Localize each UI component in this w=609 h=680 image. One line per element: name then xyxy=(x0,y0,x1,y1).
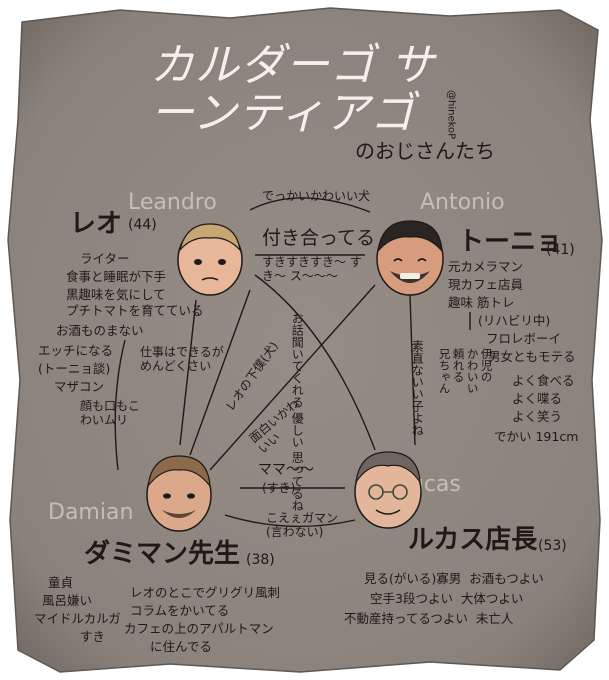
leandro-note-4: お酒ものまない xyxy=(56,324,144,338)
damian-side-note-1: 風呂嫌い xyxy=(42,594,92,608)
damian-note-3: に住んでる xyxy=(150,640,212,654)
antonio-note-1: 現カフェ店員 xyxy=(448,278,523,292)
damian-side-note-2: マイドルカルガ xyxy=(34,612,121,626)
antonio-note-7: よく喋る xyxy=(512,392,562,406)
leandro-age: (44) xyxy=(128,217,157,233)
lucas-note-1: 空手3段つよい 大体つよい xyxy=(370,592,523,606)
lucas-name: ルカス店長 xyxy=(408,526,537,556)
relation-leo-toni-mid: 付き合ってる xyxy=(262,228,375,250)
leandro-note-1: 食事と睡眠が下手 xyxy=(66,270,166,284)
antonio-note-6: よく食べる xyxy=(512,374,575,388)
damian-side-note-0: 童貞 xyxy=(48,576,73,590)
damian-note-0: レオのとこでグリグリ風刺 xyxy=(130,586,280,600)
page-title: カルダーゴ サーンティアゴ xyxy=(150,42,450,139)
antonio-note-0: 元カメラマン xyxy=(448,260,523,274)
damian-romaji: Damian xyxy=(48,500,133,525)
antonio-note-4: フロレボーイ xyxy=(486,332,561,346)
antonio-side-note-0: 伊児の xyxy=(480,348,493,383)
antonio-note-5: 男女ともモテる xyxy=(488,350,576,364)
antonio-side-note-2: 頼れる xyxy=(452,348,465,383)
relation-lucas-toni: 素直ないい子よね xyxy=(410,340,423,420)
antonio-side-note-1: かわいい xyxy=(466,348,479,394)
damian-note-2: カフェの上のアパルトマン xyxy=(124,622,274,636)
relation-dami-lucas-top2: (すき) xyxy=(262,482,295,496)
damian-side-note-3: すき xyxy=(80,630,105,644)
damian-face-icon xyxy=(140,452,218,534)
damian-note-1: コラムをかいてる xyxy=(130,604,229,618)
damian-age: (38) xyxy=(246,552,275,568)
lucas-face-icon xyxy=(348,448,428,532)
damian-name: ダミマン先生 xyxy=(84,540,240,570)
antonio-age: (41) xyxy=(546,242,575,258)
leandro-note-7: マザコン xyxy=(54,380,104,394)
leandro-note-0: ライター xyxy=(80,252,130,266)
antonio-note-3: (リハビリ中) xyxy=(478,314,550,328)
relation-leo-toni-top: でっかいかわいい犬 xyxy=(262,190,372,204)
leandro-note-3: プチトマトを育てている xyxy=(66,304,204,318)
relation-lucas-dami: こえぇガマン(言わない) xyxy=(266,512,346,540)
lucas-note-2: 不動産持ってるつよい 未亡人 xyxy=(344,612,513,626)
relation-leo-dami-left: 顔も口もこわいムリ xyxy=(80,400,140,428)
antonio-note-8: よく笑う xyxy=(512,410,562,424)
leandro-romaji: Leandro xyxy=(128,190,217,215)
relation-dami-lucas-top: ママ〜〜 xyxy=(258,462,314,478)
relation-leo-dami-right: 仕事はできるがめんどくさい xyxy=(140,346,230,374)
antonio-side-note-3: 兄ちゃん xyxy=(438,348,451,394)
antonio-note-2: 趣味 筋トレ xyxy=(448,296,514,310)
antonio-face-icon xyxy=(370,215,450,299)
relation-center-cross: お話聞いてくれる 優しい 思ってるね xyxy=(290,312,303,422)
page-subtitle: のおじさんたち xyxy=(355,140,495,163)
antonio-note-9: でかい 191cm xyxy=(494,430,578,444)
leandro-note-2: 黒趣味を気にして xyxy=(66,288,166,302)
leandro-note-6: (トーニョ談) xyxy=(38,362,110,376)
relation-leo-toni-bottom: すきすきすき〜 すき〜 ス〜〜〜 xyxy=(262,256,372,284)
antonio-romaji: Antonio xyxy=(420,190,505,215)
lucas-age: (53) xyxy=(538,538,567,554)
lucas-note-0: 見る(がいる)寡男 お酒もつよい xyxy=(364,572,544,586)
leandro-name: レオ xyxy=(70,210,122,240)
leandro-note-5: エッチになる xyxy=(38,344,113,358)
artist-signature: @hinekoP xyxy=(445,90,457,139)
leandro-face-icon xyxy=(172,218,248,298)
